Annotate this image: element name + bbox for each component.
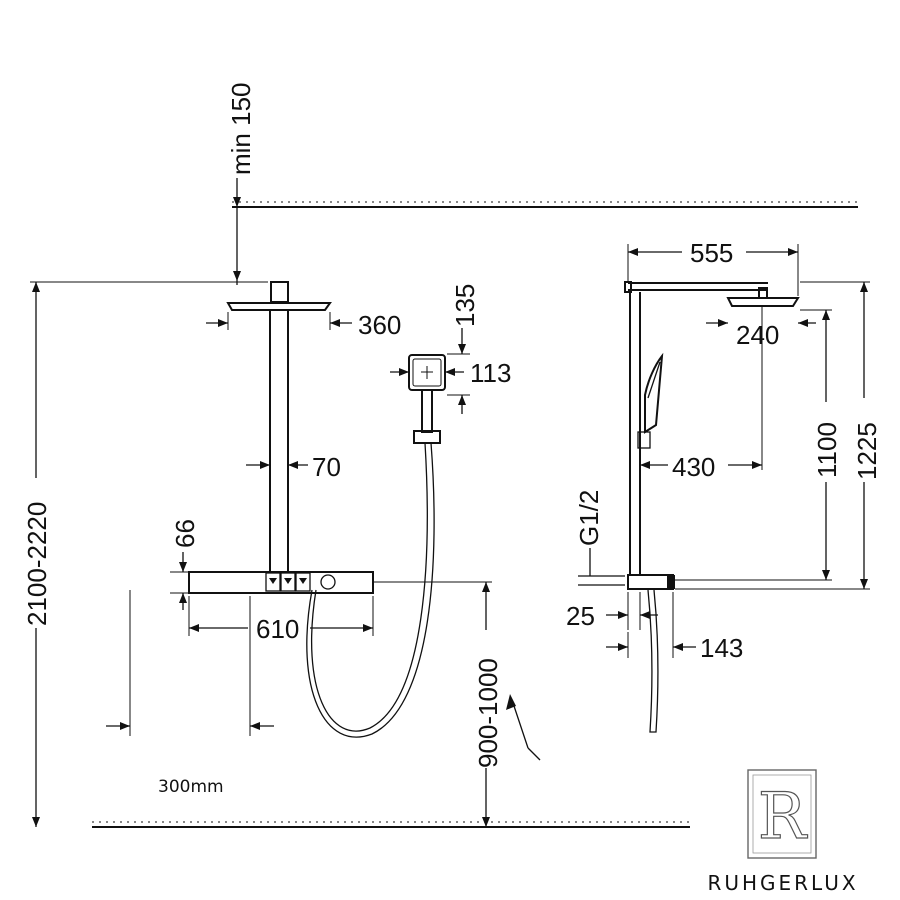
riser-height-dimension: 1100 [675,309,842,581]
inlet-dimension: G1/2 [574,490,625,586]
console-floor-label: 900-1000 [473,658,503,768]
floor-line [92,821,690,828]
overall-height-side-dimension: 1225 [675,281,882,590]
console-width-dimension: 610 [188,596,374,644]
console-width-label: 610 [256,614,299,644]
console-height-dimension: 66 [170,519,200,610]
console-depth-dimension: 143 [606,592,743,663]
riser-height-label: 1100 [812,422,842,478]
rain-head-front [226,281,332,311]
ceiling-line [232,201,858,208]
brand-name: RUHGERLUX [707,871,858,895]
min-ceiling-label: min 150 [226,83,256,176]
ceiling-clearance-dimension: min 150 [226,83,256,285]
slide-offset-label: 430 [672,452,715,482]
side-view [624,281,800,733]
arm-length-label: 555 [690,238,733,268]
head-width-dimension: 360 [206,310,401,340]
riser-width-label: 70 [312,452,341,482]
head-width-label: 360 [358,310,401,340]
shower-hose [306,442,435,738]
wall-gap-label: 25 [566,601,595,631]
total-height-dimension: 2100-2220 [22,281,268,827]
handset-length-label: 135 [450,284,480,327]
hand-shower-dimensions: 135 113 [390,284,511,414]
overall-height-label: 1225 [852,422,882,480]
handset-width-label: 113 [470,358,511,388]
wall-gap-dimension: 25 [566,592,658,631]
console-depth-label: 143 [700,633,743,663]
inlet-label: G1/2 [574,490,604,546]
total-height-label: 2100-2220 [22,502,52,626]
spacing-300-dimension: 300mm [106,590,274,797]
arm-length-dimension: 555 [627,238,799,296]
riser-width-dimension: 70 [246,452,341,482]
hand-shower-front [408,354,446,444]
riser-pipe-front [269,309,289,573]
logo-letter: R [758,780,808,854]
brand-logo: R RUHGERLUX [707,769,858,895]
spacing-note: 300mm [158,777,224,797]
thermostatic-console-front [188,571,374,594]
console-height-label: 66 [170,519,200,548]
slide-offset-dimension: 430 [640,306,763,482]
console-floor-dimension: 900-1000 [373,581,503,827]
head-depth-dimension: 240 [706,319,816,350]
flow-arrow [506,694,541,761]
head-depth-label: 240 [736,320,779,350]
